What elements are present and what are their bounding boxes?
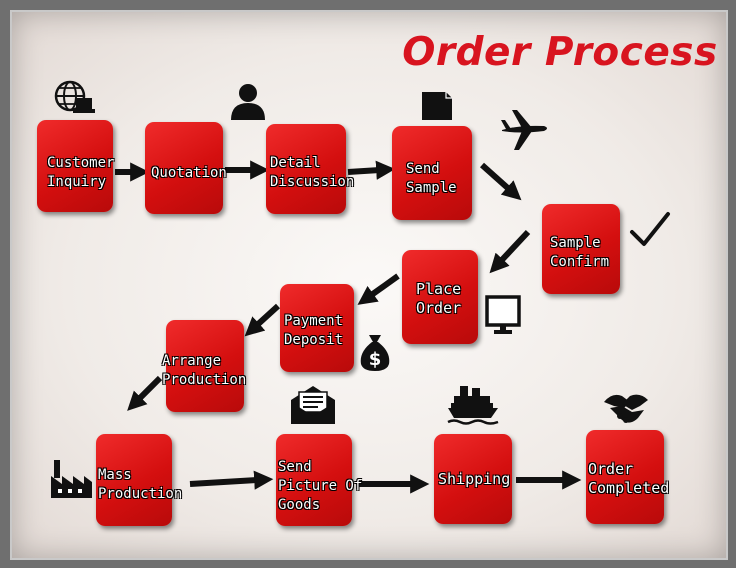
- step-customer-inquiry: Customer Inquiry: [37, 120, 115, 212]
- arrow-detail-sample: [347, 160, 396, 180]
- factory-icon: [51, 460, 92, 498]
- step-label: Mass Production: [98, 467, 183, 502]
- step-label: Shipping: [438, 470, 511, 488]
- step-label: Sample Confirm: [550, 235, 610, 270]
- step-send-picture-of-goods: Send Picture Of Goods: [276, 434, 362, 526]
- step-label: Payment Deposit: [284, 313, 344, 348]
- step-sample-confirm: Sample Confirm: [542, 204, 620, 294]
- step-label: Quotation: [151, 165, 227, 181]
- person-icon: [231, 84, 265, 120]
- arrow-payment-arrange: [244, 303, 281, 337]
- step-label: Arrange Production: [162, 353, 247, 388]
- step-payment-deposit: Payment Deposit: [280, 284, 354, 372]
- arrow-arrange-mass: [127, 375, 163, 411]
- step-label: Send Picture Of Goods: [278, 459, 363, 513]
- step-order-completed: Order Completed: [586, 430, 669, 524]
- ship-icon: [447, 386, 499, 425]
- step-quotation: Quotation: [145, 122, 227, 214]
- step-label: Send Sample: [406, 161, 457, 196]
- checkmark-icon: [630, 212, 670, 246]
- money-bag-icon: $: [360, 335, 390, 371]
- page-title: Order Process: [402, 30, 718, 75]
- arrow-confirm-place: [489, 229, 531, 274]
- step-send-sample: Send Sample: [392, 126, 472, 220]
- step-detail-discussion: Detail Discussion: [266, 124, 354, 214]
- envelope-icon: [291, 386, 335, 424]
- arrow-place-payment: [357, 273, 400, 305]
- step-label: Order Completed: [588, 460, 670, 497]
- step-label: Place Order: [416, 280, 462, 317]
- step-label: Detail Discussion: [270, 155, 355, 190]
- globe-laptop-icon: [54, 80, 95, 113]
- airplane-icon: [501, 110, 547, 150]
- monitor-icon: [485, 295, 521, 334]
- step-mass-production: Mass Production: [96, 434, 182, 526]
- svg-text:$: $: [369, 349, 382, 370]
- handshake-icon: [604, 394, 648, 423]
- arrow-sample-confirm: [480, 162, 522, 201]
- box-icon: [422, 92, 452, 120]
- step-place-order: Place Order: [402, 250, 478, 344]
- arrow-mass-picture: [189, 470, 274, 490]
- step-label: Customer Inquiry: [47, 155, 115, 190]
- step-shipping: Shipping: [434, 434, 512, 524]
- step-arrange-production: Arrange Production: [162, 320, 246, 412]
